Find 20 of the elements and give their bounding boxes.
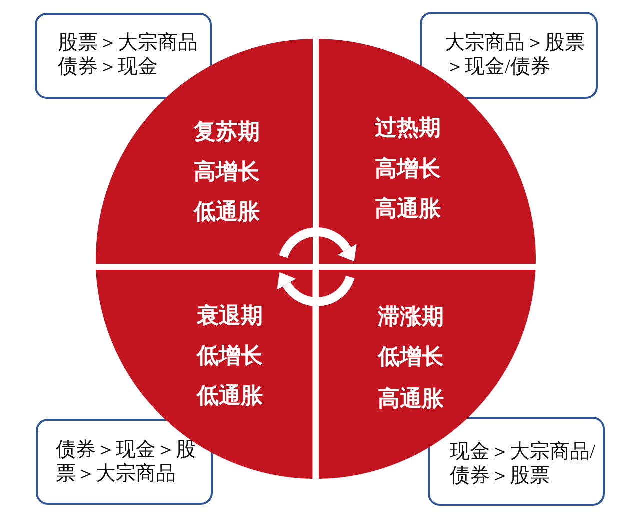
growth-label: 高增长 [375, 158, 441, 181]
asset-ranking-text: 债券＞现金＞股票＞大宗商品 [56, 438, 197, 486]
growth-label: 高增长 [194, 162, 260, 184]
callout-box [420, 12, 598, 99]
phase-title: 滞涨期 [378, 307, 444, 329]
phase-title: 复苏期 [194, 122, 260, 144]
growth-label: 低增长 [196, 346, 263, 368]
inflation-label: 高通胀 [375, 198, 441, 221]
growth-label: 低增长 [378, 347, 444, 369]
callout-box [36, 419, 213, 505]
phase-title: 过热期 [375, 118, 441, 140]
inflation-label: 高通胀 [378, 389, 444, 411]
phase-title: 衰退期 [196, 306, 263, 328]
inflation-label: 低通胀 [194, 202, 260, 224]
inflation-label: 低通胀 [196, 386, 263, 408]
callout-box [35, 13, 212, 99]
callout-box [428, 417, 605, 506]
asset-ranking-text: 现金＞大宗商品/债券＞股票 [450, 440, 597, 488]
asset-ranking-text: 大宗商品＞股票＞现金/债券 [445, 31, 586, 79]
asset-ranking-text: 股票＞大宗商品债券＞现金 [58, 31, 199, 79]
